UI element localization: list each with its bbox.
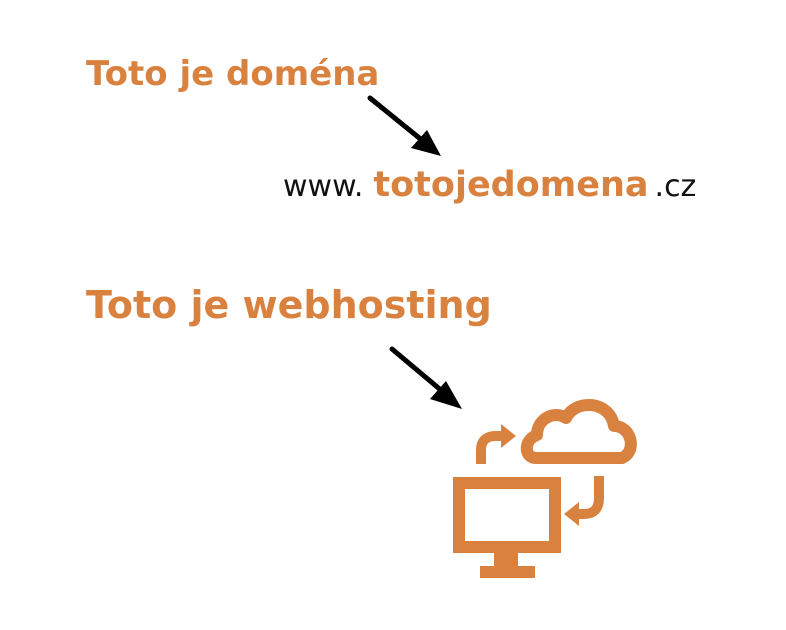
- sync-arrow-icon: [564, 476, 604, 526]
- arrow-icon: [389, 346, 462, 409]
- sync-arrow-icon: [476, 424, 516, 464]
- domain-heading: Toto je doména: [86, 54, 380, 94]
- url-prefix: www.: [283, 169, 364, 204]
- domain-name: totojedomena: [373, 165, 649, 205]
- monitor-icon: [453, 477, 561, 578]
- domain-tld: .cz: [654, 169, 697, 204]
- arrow-icon: [367, 95, 441, 156]
- domain-url: www. totojedomena.cz: [283, 168, 696, 203]
- webhosting-illustration: [453, 399, 637, 578]
- cloud-icon: [520, 399, 637, 464]
- webhosting-heading: Toto je webhosting: [86, 283, 492, 327]
